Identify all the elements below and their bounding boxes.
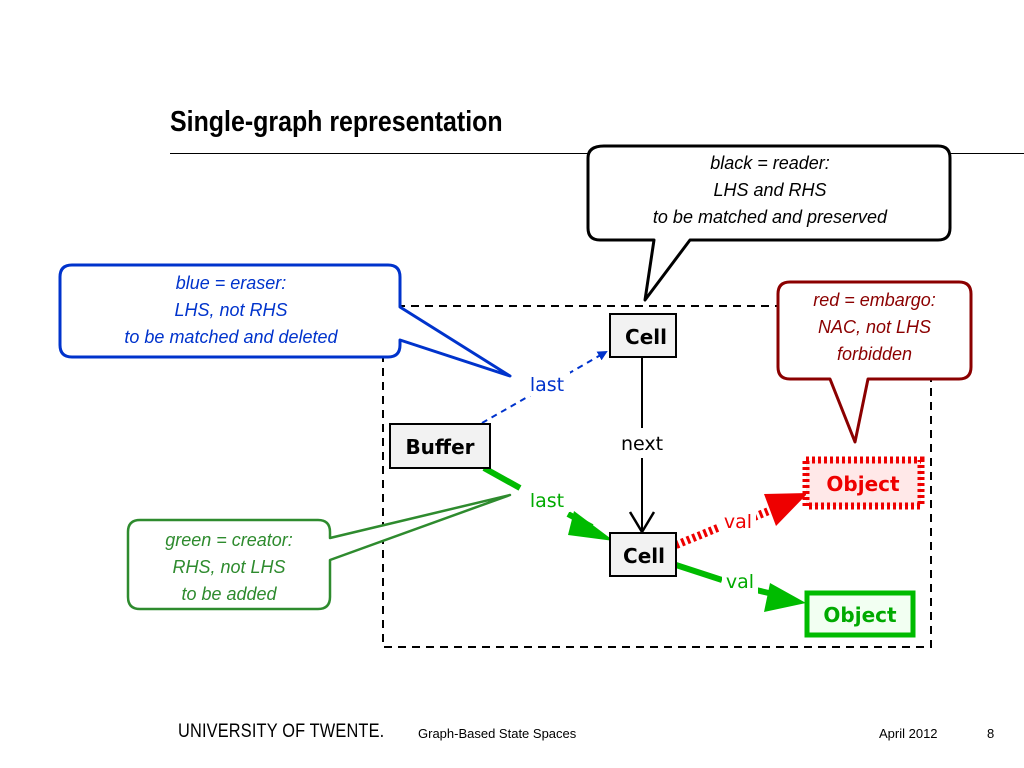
- edge-label-last-eraser: last: [530, 374, 564, 396]
- callout-eraser-line: LHS, not RHS: [174, 300, 288, 320]
- callout-embargo-text: red = embargo: NAC, not LHS forbidden: [778, 287, 971, 368]
- callout-creator-line: to be added: [181, 584, 277, 604]
- callout-reader-text: black = reader: LHS and RHS to be matche…: [590, 150, 950, 231]
- callout-reader-line: LHS and RHS: [713, 180, 827, 200]
- callout-eraser-line: to be matched and deleted: [124, 327, 338, 347]
- node-object-embargo-label: Object: [826, 472, 900, 496]
- edge-label-val-embargo: val: [724, 511, 752, 533]
- node-object-embargo: [802, 456, 925, 510]
- edge-val-creator-a: [675, 562, 723, 583]
- callout-creator-line: RHS, not LHS: [172, 557, 286, 577]
- edge-last-creator-arrowhead: [568, 511, 614, 541]
- edge-val-embargo-arrowhead: [764, 493, 808, 526]
- callout-creator-text: green = creator: RHS, not LHS to be adde…: [128, 527, 330, 608]
- rule-boundary: [382, 305, 932, 648]
- node-buffer: [389, 423, 491, 469]
- edge-val-creator-arrowhead: [764, 583, 806, 612]
- callout-blue-bubble: [58, 263, 512, 378]
- node-cell-bottom: [609, 532, 677, 577]
- callout-embargo-line: NAC, not LHS: [817, 317, 932, 337]
- callout-eraser-line: blue = eraser:: [175, 273, 287, 293]
- edge-val-embargo-a: [674, 523, 722, 549]
- presentation-date: April 2012: [879, 726, 938, 741]
- callout-reader-line: black = reader:: [710, 153, 830, 173]
- edge-last-creator-a: [482, 465, 522, 491]
- university-logo-text: UNIVERSITY OF TWENTE.: [178, 721, 385, 742]
- node-cell-top-label: Cell: [625, 325, 667, 349]
- edge-label-last-creator: last: [530, 490, 564, 512]
- node-buffer-label: Buffer: [405, 435, 474, 459]
- page-number: 8: [987, 726, 995, 741]
- callout-black-bubble: [586, 144, 952, 302]
- presentation-title: Graph-Based State Spaces: [418, 726, 577, 741]
- callout-embargo-line: forbidden: [836, 344, 913, 364]
- node-object-creator: [804, 590, 916, 638]
- callout-embargo-line: red = embargo:: [813, 290, 936, 310]
- node-cell-top: [609, 313, 677, 358]
- edge-label-val-creator: val: [726, 571, 754, 593]
- edge-label-next: next: [621, 433, 663, 455]
- slide-title: Single-graph representation: [170, 106, 503, 138]
- node-cell-bottom-label: Cell: [623, 544, 665, 568]
- node-object-creator-label: Object: [823, 603, 897, 627]
- callout-reader-line: to be matched and preserved: [652, 207, 888, 227]
- callout-green-bubble: [126, 493, 512, 611]
- callout-eraser-text: blue = eraser: LHS, not RHS to be matche…: [62, 270, 400, 351]
- callout-creator-line: green = creator:: [165, 530, 293, 550]
- callout-red-bubble: [776, 280, 973, 444]
